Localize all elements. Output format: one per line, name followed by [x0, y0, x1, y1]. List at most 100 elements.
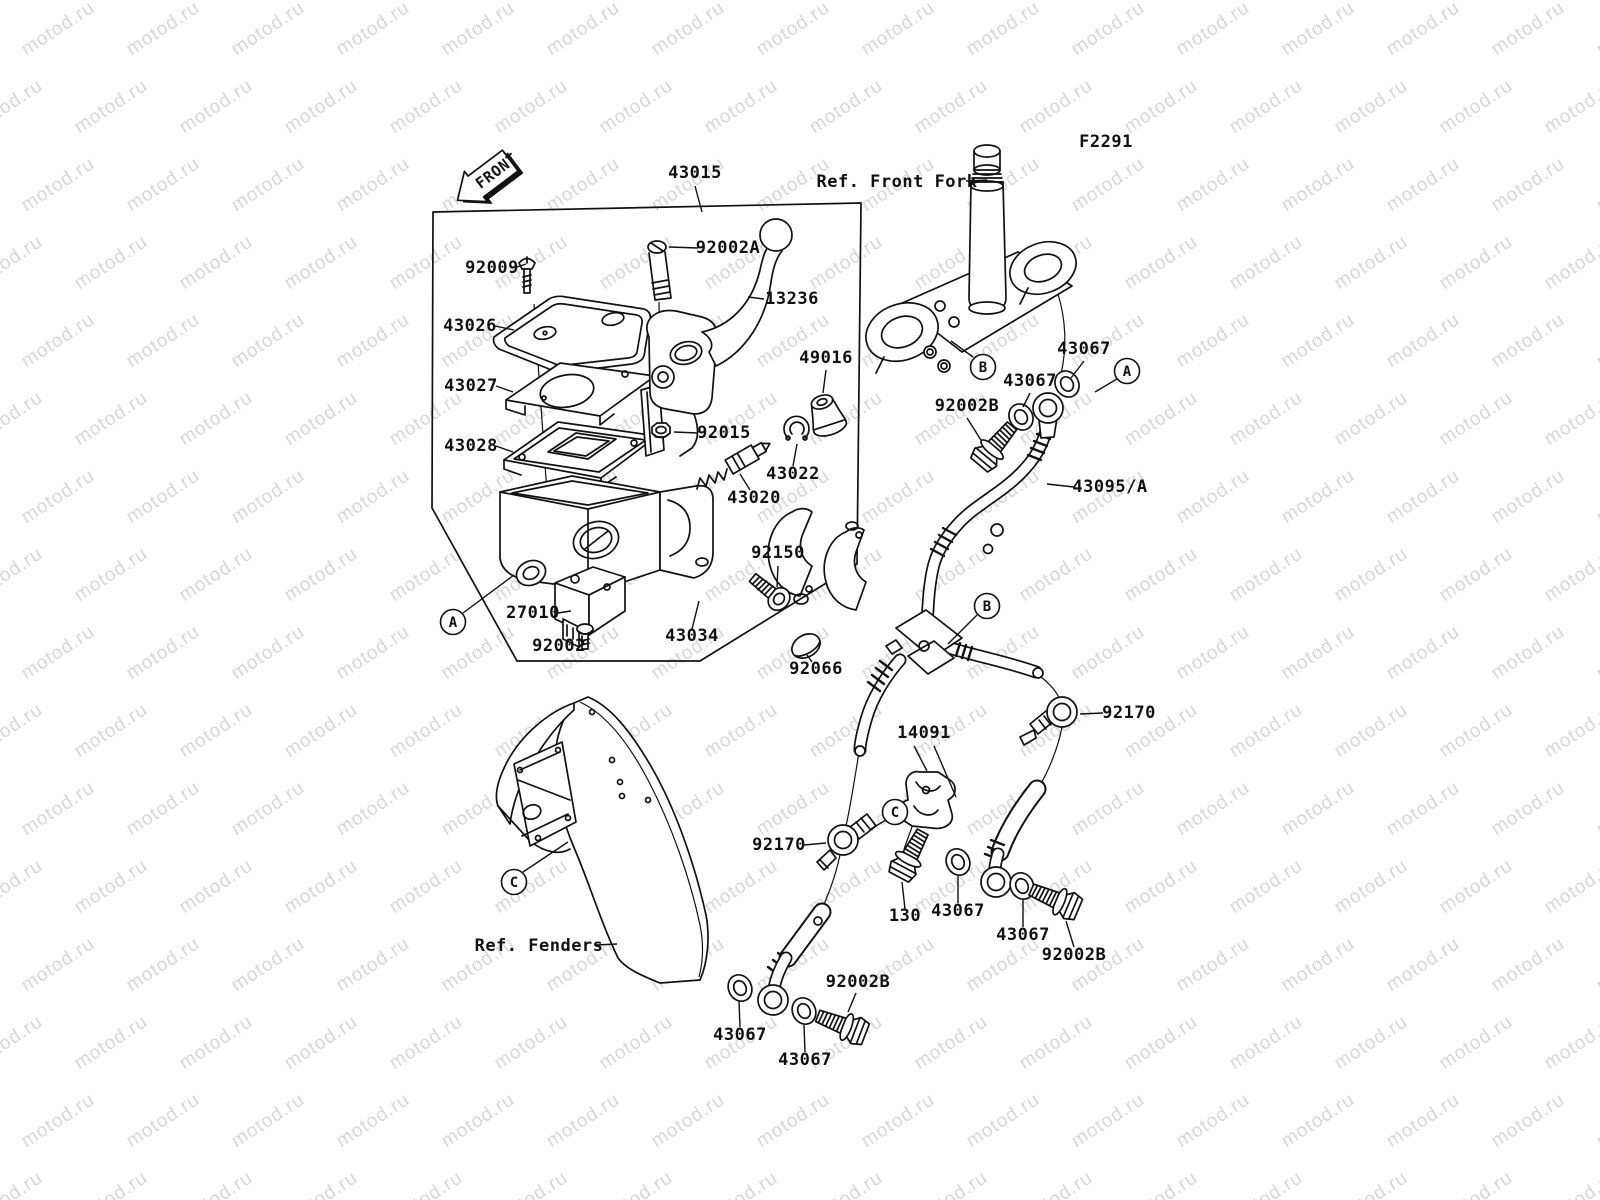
ref-marker-letter-c-4: C: [510, 875, 518, 891]
marker-leader-b-3: [947, 614, 978, 645]
banjo-fitting-master: [1032, 392, 1064, 439]
part-label-92015: 92015: [697, 423, 751, 443]
leader-line-14091: [913, 745, 928, 772]
ref-marker-letter-c-5: C: [891, 805, 899, 821]
leader-line-130: [901, 881, 906, 910]
leader-line-92009: [516, 263, 527, 268]
part-label-92150: 92150: [751, 543, 805, 563]
front-fender-drawing: [495, 696, 709, 984]
part-label-49016: 49016: [799, 348, 853, 368]
banjo-fitting-right-92170: [1019, 696, 1078, 746]
leader-line-27010: [557, 610, 572, 614]
diaphragm-plate-drawing: [505, 362, 656, 426]
ref-marker-letter-a-0: A: [449, 615, 458, 631]
brake-hose-right-drawing: [983, 779, 1047, 885]
part-label-43022: 43022: [766, 464, 820, 484]
leader-line-43067-1: [1070, 360, 1085, 379]
leader-line-ref-fenders: [595, 943, 618, 946]
part-label-92066: 92066: [789, 659, 843, 679]
circlip-drawing: [783, 415, 810, 441]
banjo-fitting-bottom-right: [980, 866, 1012, 898]
diaphragm-drawing: [503, 421, 658, 488]
pivot-bolt-drawing: [647, 240, 672, 301]
part-label-ref-front-fork: Ref. Front Fork: [816, 172, 977, 192]
ref-marker-circle-b-3: [973, 592, 1001, 620]
ref-marker-letter-b-2: B: [979, 360, 987, 376]
brake-hose-left-drawing: [766, 902, 832, 995]
leader-line-43095A: [1046, 483, 1075, 488]
leader-line-92002B-3: [847, 992, 857, 1013]
leader-line-14091-1: [933, 745, 957, 798]
locknut-drawing: [651, 422, 671, 439]
leader-line-43026: [494, 325, 515, 331]
part-label-130: 130: [889, 906, 921, 926]
part-label-27010: 27010: [506, 603, 560, 623]
ref-marker-circle-c-5: [881, 798, 909, 826]
part-label-43067-4: 43067: [996, 925, 1050, 945]
leader-line-92002: [581, 640, 585, 647]
leader-line-43015: [694, 185, 703, 213]
part-label-43067-2: 43067: [1003, 371, 1057, 391]
part-label-ref-fenders: Ref. Fenders: [475, 936, 604, 956]
banjo-fitting-bottom-left: [757, 984, 789, 1016]
part-label-92009: 92009: [465, 258, 519, 278]
switch-screw-drawing: [576, 623, 594, 650]
leader-line-92150: [776, 565, 779, 588]
leader-line-43020: [739, 473, 751, 491]
leader-line-92002A: [668, 246, 699, 249]
part-label-92002A: 92002A: [696, 238, 760, 258]
part-label-13236: 13236: [765, 289, 819, 309]
part-label-14091: 14091: [897, 723, 951, 743]
brake-lever-drawing: [640, 218, 793, 457]
part-label-43034: 43034: [665, 626, 719, 646]
ref-marker-circle-a-0: [439, 608, 467, 636]
master-cylinder-body-drawing: [499, 475, 714, 590]
cap-plug-drawing: [791, 633, 821, 659]
leader-line-43022: [792, 443, 798, 467]
ref-marker-letter-a-1: A: [1123, 364, 1132, 380]
leader-line-43027: [495, 385, 514, 393]
part-label-43095A: 43095/A: [1072, 477, 1147, 497]
part-label-43015: 43015: [668, 163, 722, 183]
marker-leader-c-4: [522, 841, 569, 873]
hose-routing-lines: [820, 676, 1063, 912]
part-label-43067-6: 43067: [778, 1050, 832, 1070]
leader-line-43067-2: [1022, 392, 1031, 408]
part-label-43026: 43026: [443, 316, 497, 336]
leader-line-43028: [495, 445, 514, 453]
part-label-92170-l: 92170: [752, 835, 806, 855]
leader-line-43067-6: [803, 1024, 806, 1053]
reservoir-screw-drawing: [518, 256, 536, 294]
part-label-43067-3: 43067: [931, 901, 985, 921]
leader-line-13236: [747, 296, 765, 300]
part-label-43027: 43027: [444, 376, 498, 396]
leader-line-92170-r: [1079, 712, 1104, 715]
part-label-43020: 43020: [727, 488, 781, 508]
reservoir-cap-drawing: [492, 295, 652, 374]
front-arrow: FRONT: [456, 149, 524, 204]
leader-line-43034: [691, 600, 700, 630]
leader-line-ref-front-fork: [965, 179, 988, 182]
part-label-92002: 92002: [532, 636, 586, 656]
brake-switch-drawing: [554, 566, 626, 648]
part-label-43067-5: 43067: [713, 1025, 767, 1045]
leader-line-92066: [806, 654, 813, 663]
triple-clamp-drawing: [865, 144, 1077, 375]
hose-junction-drawing: [853, 609, 1044, 757]
leader-line-92002B-1: [966, 417, 982, 441]
leader-line-43067-5: [738, 1000, 741, 1028]
ref-marker-circle-a-1: [1113, 357, 1141, 385]
dust-boot-drawing: [810, 394, 848, 437]
part-label-92002B-3: 92002B: [826, 972, 890, 992]
part-label-43028: 43028: [444, 436, 498, 456]
leader-line-92170-l: [803, 842, 827, 846]
marker-leader-a-0: [462, 574, 515, 614]
ref-marker-circle-b-2: [969, 353, 997, 381]
part-label-92002B-2: 92002B: [1042, 945, 1106, 965]
leader-line-92002B-2: [1065, 920, 1075, 948]
marker-leader-a-1: [1094, 378, 1118, 393]
marker-leader-c-5: [868, 819, 887, 831]
part-label-92002B-1: 92002B: [935, 396, 999, 416]
